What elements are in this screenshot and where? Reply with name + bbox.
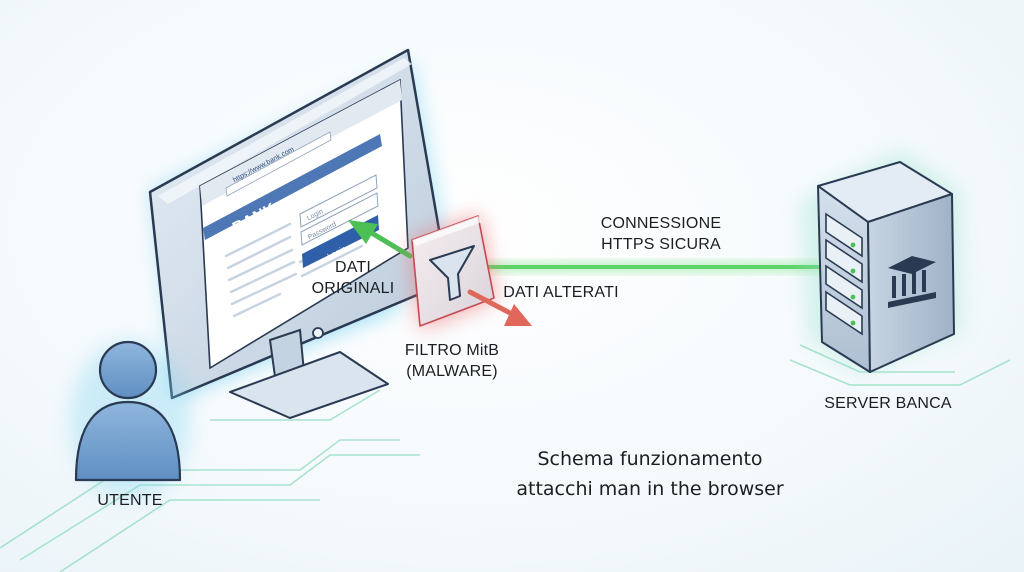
label-filtro-line2: (MALWARE) — [406, 363, 498, 380]
altered-data-arrow — [467, 289, 532, 326]
server-icon — [800, 150, 962, 373]
monitor-power-button — [312, 327, 324, 339]
label-dati-alterati: DATI ALTERATI — [503, 284, 619, 301]
bank-icon — [888, 256, 936, 308]
label-connessione: CONNESSIONE HTTPS SICURA — [576, 213, 746, 255]
label-utente: UTENTE — [97, 492, 163, 509]
browser-address-bar — [225, 131, 332, 197]
user-icon — [70, 340, 190, 500]
label-originali: ORIGINALI — [311, 280, 395, 297]
label-dati-originali: DATI ORIGINALI — [298, 257, 408, 299]
malware-filter — [410, 214, 496, 330]
label-filtro: FILTRO MitB (MALWARE) — [392, 340, 512, 382]
caption-line1: Schema funzionamento — [537, 448, 763, 470]
caption-line2: attacchi man in the browser — [516, 478, 784, 500]
diagram-caption: Schema funzionamento attacchi man in the… — [470, 444, 830, 504]
label-dati: DATI — [334, 259, 372, 276]
funnel-icon — [429, 245, 475, 301]
circuit-lines — [0, 389, 420, 572]
label-connessione-line2: HTTPS SICURA — [601, 236, 721, 253]
secure-connection-line — [470, 262, 822, 272]
browser-page: https://www.bank.com BANK Login Password… — [0, 0, 348, 261]
label-server-banca: SERVER BANCA — [824, 395, 952, 412]
label-connessione-line1: CONNESSIONE — [600, 215, 722, 232]
label-filtro-line1: FILTRO MitB — [404, 342, 500, 359]
original-data-arrow — [348, 220, 413, 259]
